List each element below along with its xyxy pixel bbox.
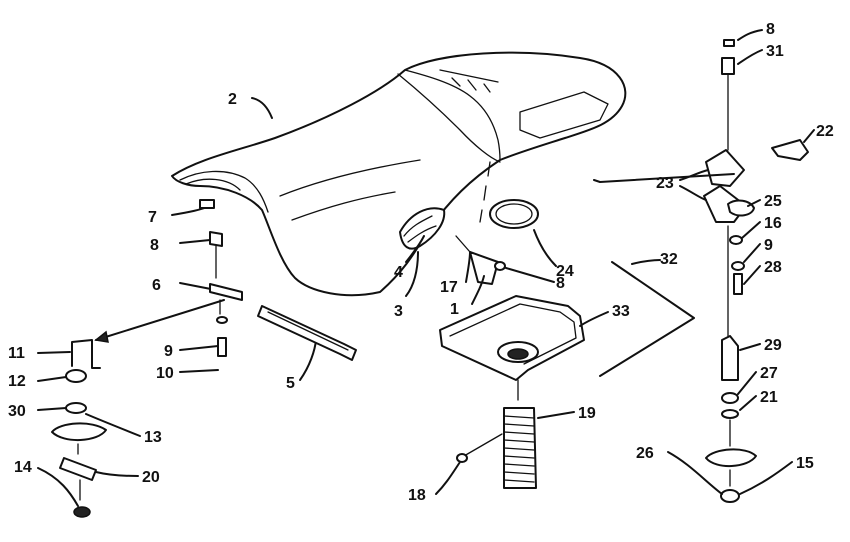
- spring-part: [503, 407, 537, 489]
- callout-6: 6: [152, 277, 161, 294]
- callout-32: 32: [660, 251, 678, 268]
- callout-8: 8: [150, 237, 159, 254]
- callout-17: 17: [440, 279, 458, 296]
- callout-labels: 2 7 8 6 4 3 5 9 10 11 12 30 13 14 20 24 …: [8, 21, 834, 504]
- callout-3: 3: [394, 303, 403, 320]
- callout-22: 22: [816, 123, 834, 140]
- callout-30: 30: [8, 403, 26, 420]
- right-latch-hardware: [593, 29, 815, 503]
- lower-left-mount-stack: [37, 339, 219, 518]
- callout-11: 11: [8, 345, 25, 362]
- callout-2: 2: [228, 91, 237, 108]
- callout-28: 28: [764, 259, 782, 276]
- callout-16: 16: [764, 215, 782, 232]
- callout-9: 9: [164, 343, 173, 360]
- left-bracket-hardware: [94, 199, 243, 357]
- center-bracket-hardware: [435, 199, 609, 495]
- callout-5: 5: [286, 375, 295, 392]
- callout-13: 13: [144, 429, 162, 446]
- callout-7: 7: [148, 209, 157, 226]
- callout-14: 14: [14, 459, 32, 476]
- callout-26: 26: [636, 445, 654, 462]
- callout-12: 12: [8, 373, 26, 390]
- callout-33: 33: [612, 303, 630, 320]
- callout-20: 20: [142, 469, 160, 486]
- seat-strip-part: [257, 305, 357, 361]
- callout-25: 25: [764, 193, 782, 210]
- callout-9-right: 9: [764, 237, 773, 254]
- callout-1: 1: [450, 301, 459, 318]
- callout-29: 29: [764, 337, 782, 354]
- callout-21: 21: [760, 389, 778, 406]
- seat-part: [171, 51, 627, 297]
- callout-18: 18: [408, 487, 426, 504]
- callout-8-center: 8: [556, 275, 565, 292]
- frame-bracket-part: [599, 259, 695, 377]
- callout-19: 19: [578, 405, 596, 422]
- callout-4: 4: [394, 264, 403, 281]
- callout-8-right: 8: [766, 21, 775, 38]
- callout-31: 31: [766, 43, 784, 60]
- callout-27: 27: [760, 365, 778, 382]
- callout-15: 15: [796, 455, 814, 472]
- seat-leaders: [171, 97, 425, 381]
- callout-10: 10: [156, 365, 174, 382]
- callout-23: 23: [656, 175, 674, 192]
- callout-24: 24: [556, 263, 574, 280]
